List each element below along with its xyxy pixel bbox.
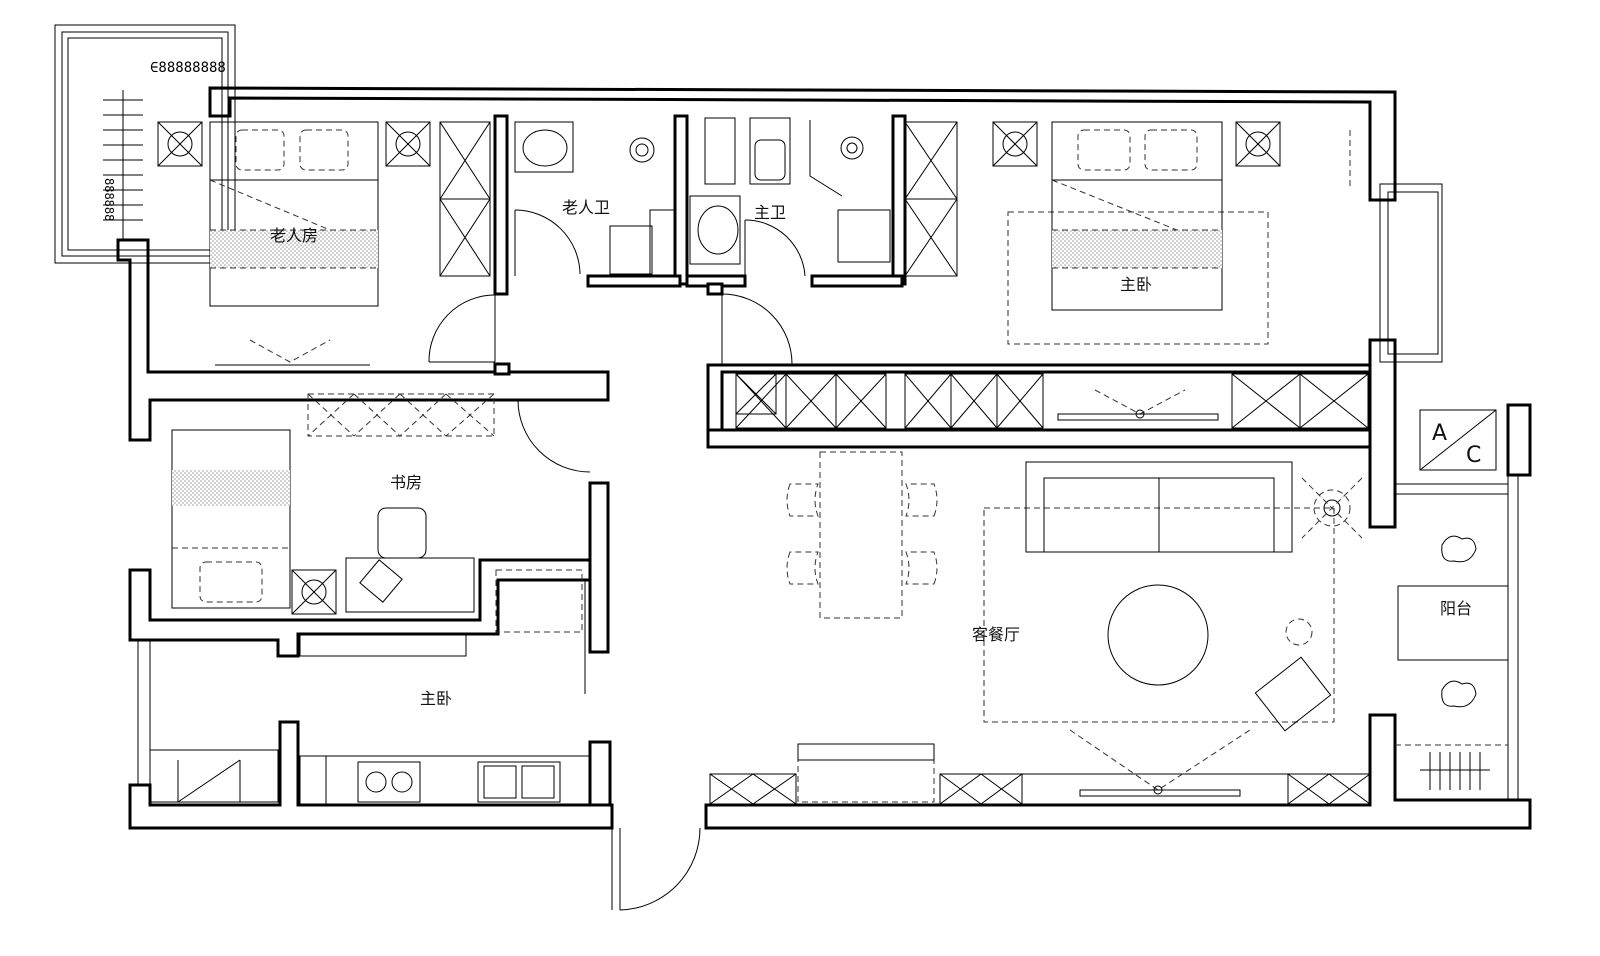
elder-room-balcony: ∈88888888 888888 [54,24,236,264]
elder-room: 老人房 [157,121,496,366]
svg-text:∈88888888: ∈88888888 [150,60,226,76]
study: 书房 [171,393,591,694]
master-bedroom: 主卧 [735,121,1443,429]
master-bathroom: 主卫 [689,117,891,365]
master-wardrobe [735,373,1369,429]
room-label-master-bath: 主卫 [754,203,786,222]
ac-letter-a: A [1432,421,1447,446]
room-label-balcony: 阳台 [1440,599,1472,618]
room-label-study: 书房 [390,473,422,492]
ac-unit: A C [1419,409,1497,471]
room-label-master-bedroom: 主卧 [1120,275,1152,294]
room-label-elder-bath: 老人卫 [562,198,610,217]
room-label-living-dining: 客餐厅 [972,625,1020,644]
ac-letter-c: C [1466,443,1481,468]
kitchen: 主卧 [137,633,591,805]
elder-bathroom: 老人卫 [514,121,676,277]
exterior-walls [116,86,1532,830]
balcony: 阳台 [1395,475,1519,800]
entrance-door [611,827,701,911]
svg-text:888888: 888888 [102,178,116,221]
room-label-elder-room: 老人房 [270,226,318,245]
room-label-kitchen: 主卧 [420,689,452,708]
living-dining: 客餐厅 [709,451,1371,805]
